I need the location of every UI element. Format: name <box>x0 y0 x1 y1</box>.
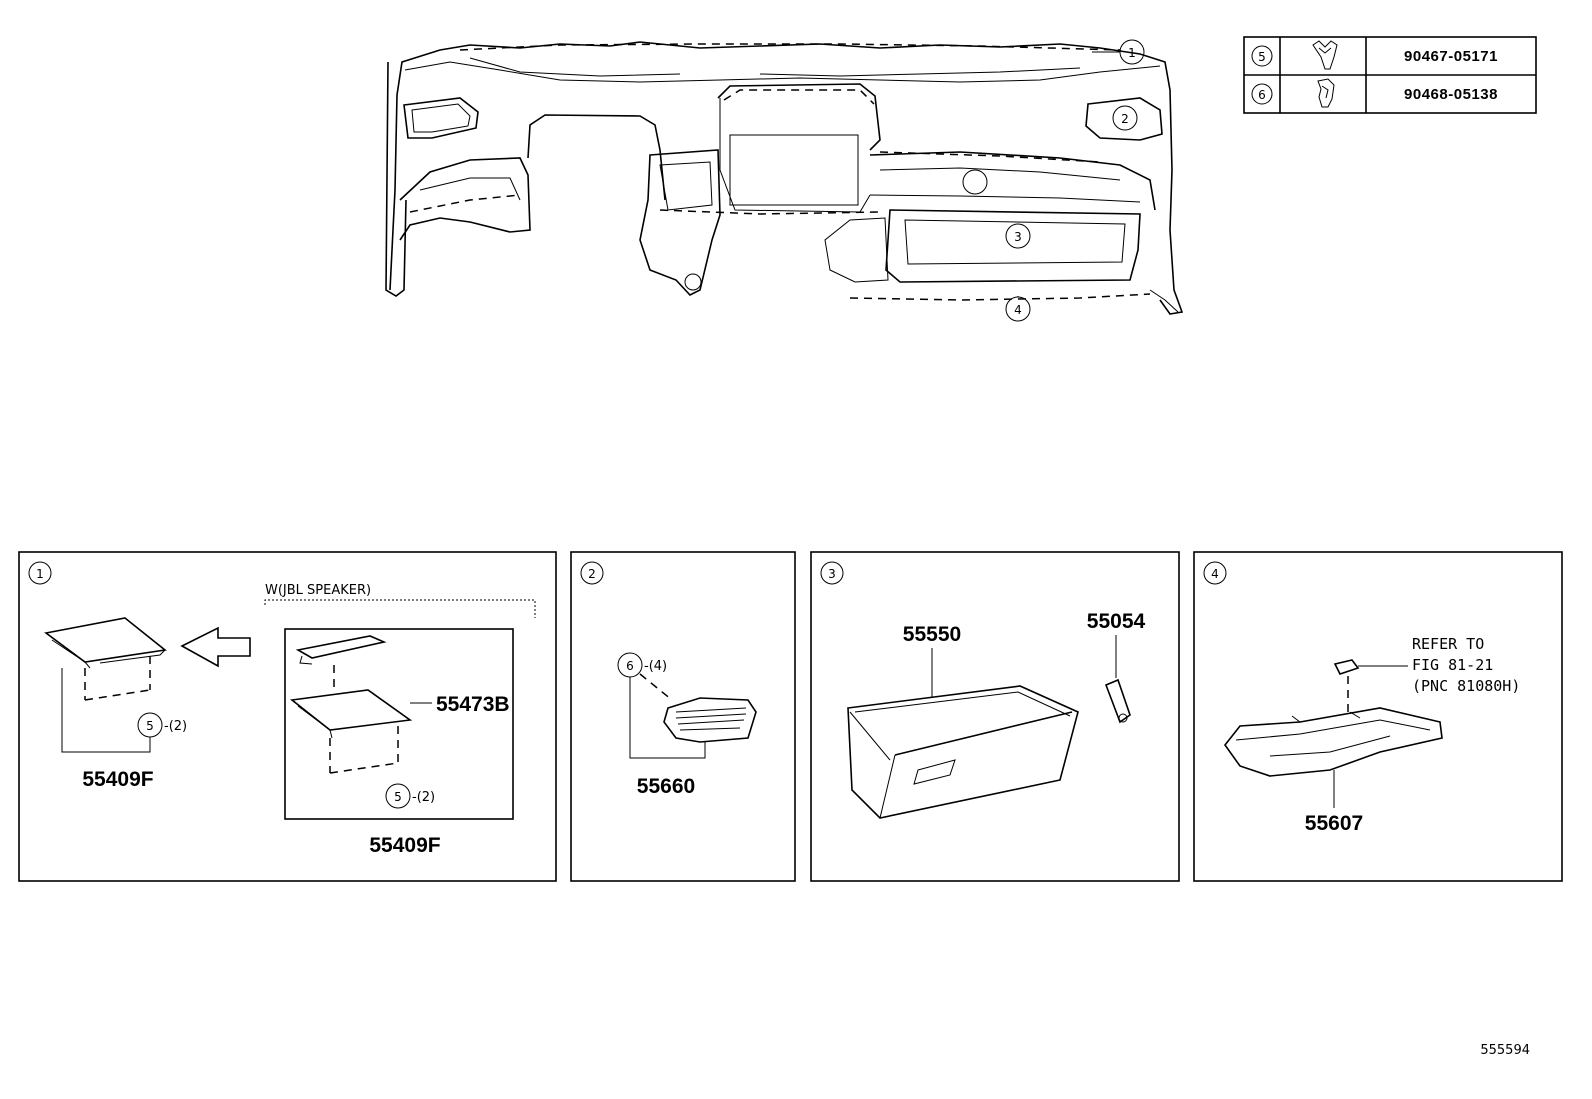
panel-number: 1 <box>36 567 44 581</box>
detail-panel-3: 3 55550 55054 <box>810 551 1180 882</box>
reference-note: FIG 81-21 <box>1412 656 1493 674</box>
clip-quantity: -(2) <box>412 790 435 805</box>
callout-circle <box>1203 561 1227 585</box>
under-cover <box>1223 707 1443 777</box>
air-vent <box>663 697 757 743</box>
part-number-label: 55409F <box>82 768 153 791</box>
panel-frame <box>1193 551 1563 882</box>
reference-note: (PNC 81080H) <box>1412 677 1520 695</box>
clip-quantity: -(2) <box>164 719 187 734</box>
overview-callout-2: 2 <box>1112 105 1138 131</box>
panel-number: 2 <box>588 567 596 581</box>
part-number-label: 55473B <box>436 693 510 716</box>
callout-number: 3 <box>1014 230 1022 244</box>
overview-callout-1: 1 <box>1092 39 1145 65</box>
clip-quantity: -(4) <box>644 659 667 674</box>
speaker-grille <box>295 635 387 665</box>
panel-frame <box>570 551 796 882</box>
clip-callout: 6 <box>626 659 634 673</box>
clip-callout: 5 <box>394 790 402 804</box>
callout-number: 4 <box>1014 303 1022 317</box>
callout-circle <box>1005 296 1031 322</box>
arrow-left-icon <box>180 626 251 668</box>
part-number-label: 55409F <box>369 834 440 857</box>
callout-number: 1 <box>1128 46 1136 60</box>
reference-note: REFER TO <box>1412 635 1484 653</box>
clip-icon <box>1312 40 1338 70</box>
callout-circle <box>1119 39 1145 65</box>
variant-box <box>284 628 514 820</box>
fastener-row-5: 5 90467-05171 <box>1251 40 1498 70</box>
overview-callout-4: 4 <box>1005 296 1031 322</box>
fastener-part-number: 90468-05138 <box>1404 86 1498 103</box>
panel-number: 4 <box>1211 567 1219 581</box>
variant-label: W(JBL SPEAKER) <box>265 583 371 598</box>
fastener-row-6: 6 90468-05138 <box>1251 78 1498 108</box>
part-number-label: 55660 <box>637 775 695 798</box>
part-number-label: 55550 <box>903 623 961 646</box>
callout-circle <box>28 561 52 585</box>
callout-circle <box>385 783 411 809</box>
fastener-part-number: 90467-05171 <box>1404 48 1498 65</box>
panel-frame <box>810 551 1180 882</box>
fastener-table: 5 90467-05171 6 90468-05138 <box>1243 36 1537 114</box>
clip-icon <box>1317 78 1335 108</box>
detail-panel-1: 1 5 -(2) 55409F W(JBL SPEAKER) <box>18 551 557 882</box>
speaker-cover-left <box>44 617 167 701</box>
panel-frame <box>18 551 557 882</box>
detail-panel-4: 4 REFER TO FIG 81-21 (PNC 81080H) 55607 <box>1193 551 1563 882</box>
fastener-ref: 6 <box>1258 88 1266 102</box>
panel-number: 3 <box>828 567 836 581</box>
callout-circle <box>1112 105 1138 131</box>
clip-callout: 5 <box>146 719 154 733</box>
speaker-cover-right <box>290 689 413 774</box>
glove-box-damper <box>1104 678 1131 724</box>
overview-callout-3: 3 <box>1005 223 1031 249</box>
detail-panel-2: 2 6 -(4) 55660 <box>570 551 796 882</box>
figure-id: 555594 <box>1480 1043 1530 1058</box>
callout-number: 2 <box>1121 112 1129 126</box>
part-number-label: 55054 <box>1087 610 1146 633</box>
callout-circle <box>1251 83 1273 105</box>
fastener-ref: 5 <box>1258 50 1266 64</box>
callout-circle <box>1005 223 1031 249</box>
callout-circle <box>820 561 844 585</box>
connector-part <box>1333 659 1360 675</box>
glove-box <box>847 685 1079 819</box>
callout-circle <box>580 561 604 585</box>
instrument-panel-overview: 1 2 3 4 <box>385 39 1184 322</box>
part-number-label: 55607 <box>1305 812 1363 835</box>
callout-circle <box>1251 45 1273 67</box>
